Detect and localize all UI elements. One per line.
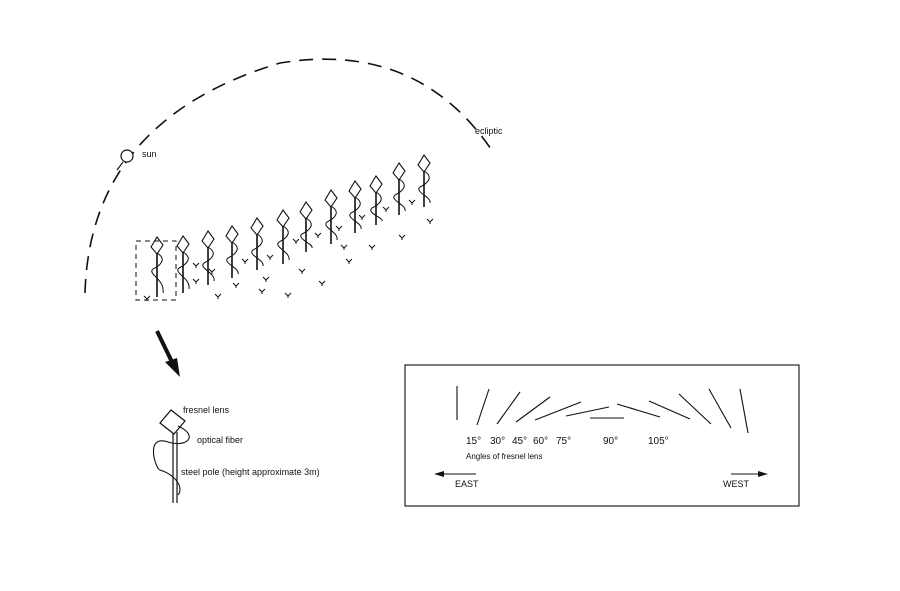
ground-mark	[314, 232, 322, 238]
ground-mark	[368, 244, 376, 250]
angle-label: 15°	[466, 436, 481, 447]
ground-mark	[192, 278, 200, 284]
ground-mark	[214, 293, 222, 299]
ground-mark	[318, 280, 326, 286]
lens-angle-line	[534, 401, 582, 421]
angles-caption: Angles of fresnel lens	[466, 452, 543, 461]
fresnel-lens-label: fresnel lens	[183, 405, 230, 415]
fresnel-pole	[276, 209, 290, 264]
fresnel-pole	[176, 235, 190, 293]
angle-label: 105°	[648, 436, 669, 447]
fresnel-pole	[201, 230, 215, 285]
lens-angle-line	[648, 400, 691, 420]
ground-mark	[345, 258, 353, 264]
fresnel-pole	[150, 236, 164, 297]
lens-angle-line	[496, 391, 521, 425]
ecliptic-label: ecliptic	[475, 126, 503, 136]
ground-mark	[426, 218, 434, 224]
fresnel-pole	[250, 217, 264, 270]
pole-field	[143, 154, 434, 301]
ground-mark	[241, 258, 249, 264]
east-arrow-icon	[434, 471, 476, 477]
ground-mark	[382, 206, 390, 212]
angle-label: 75°	[556, 436, 571, 447]
fresnel-pole	[392, 162, 406, 215]
ground-mark	[408, 199, 416, 205]
optical-fiber-label: optical fiber	[197, 435, 243, 445]
fresnel-pole	[348, 180, 362, 233]
pole-detail-illustration	[152, 409, 190, 503]
fresnel-pole	[299, 201, 313, 252]
lens-angle-line	[616, 403, 661, 418]
ground-mark	[292, 238, 300, 244]
ground-mark	[358, 214, 366, 220]
ground-mark	[258, 288, 266, 294]
ground-mark	[284, 292, 292, 298]
lens-angle-line	[678, 393, 712, 425]
sun-icon	[116, 149, 134, 171]
lens-angle-line	[565, 406, 610, 417]
angle-label: 90°	[603, 436, 618, 447]
ground-mark	[298, 268, 306, 274]
ground-mark	[266, 254, 274, 260]
lens-angle-line	[476, 388, 490, 426]
ground-mark	[335, 225, 343, 231]
ground-mark	[262, 276, 270, 282]
steel-pole-label: steel pole (height approximate 3m)	[181, 467, 320, 477]
angle-labels: 15° 30° 45° 60° 75° 90° 105°	[466, 436, 669, 447]
angle-label: 45°	[512, 436, 527, 447]
fresnel-pole	[324, 189, 338, 244]
lens-angle-lines	[456, 386, 749, 434]
detail-selection-box	[135, 240, 177, 301]
west-label: WEST	[723, 479, 750, 489]
lens-angle-line	[515, 396, 551, 423]
angles-panel	[404, 364, 800, 507]
ground-mark	[208, 268, 216, 274]
ground-mark	[398, 234, 406, 240]
ground-mark	[192, 262, 200, 268]
ecliptic-arc	[84, 58, 496, 294]
lens-angle-line	[708, 388, 732, 429]
fresnel-pole	[225, 225, 239, 278]
lens-angle-line	[739, 388, 749, 434]
arrow-down-icon	[155, 330, 180, 377]
fresnel-pole	[417, 154, 431, 207]
ground-mark	[340, 244, 348, 250]
fresnel-pole	[369, 175, 383, 225]
east-label: EAST	[455, 479, 479, 489]
angle-label: 60°	[533, 436, 548, 447]
west-arrow-icon	[731, 471, 768, 477]
ground-mark	[232, 282, 240, 288]
angle-label: 30°	[490, 436, 505, 447]
sun-label: sun	[142, 149, 157, 159]
